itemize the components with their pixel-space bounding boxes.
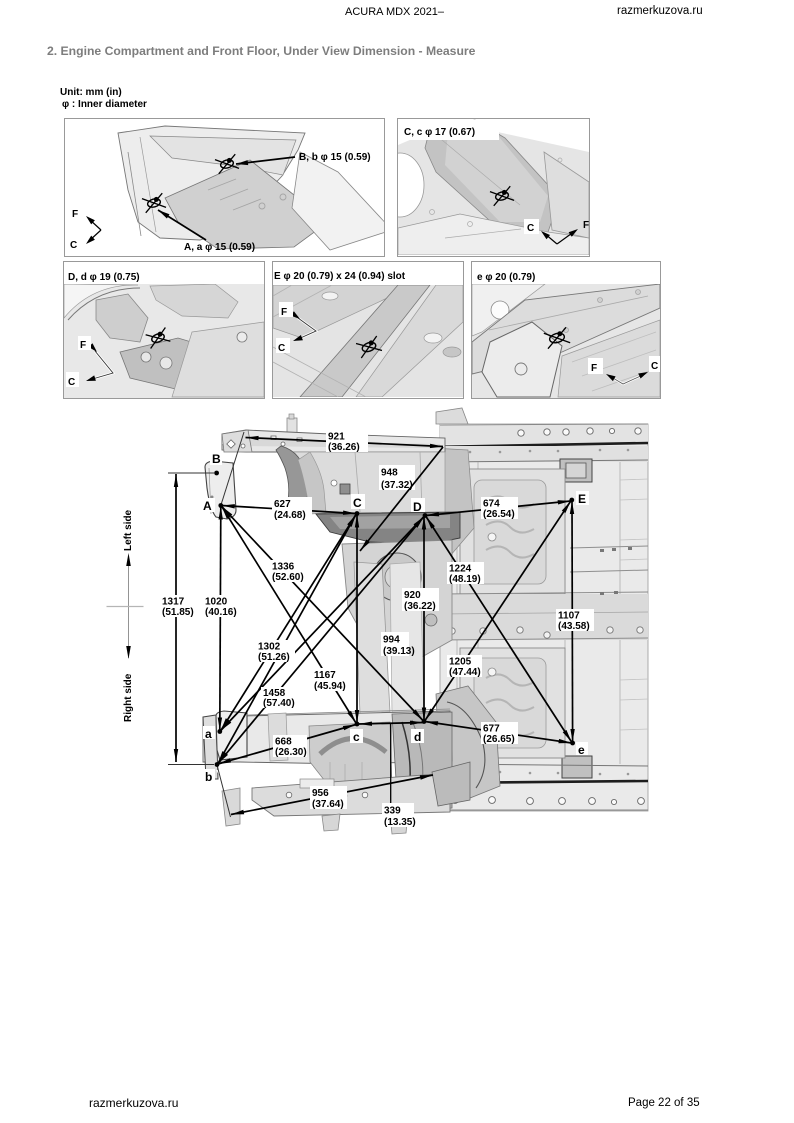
svg-text:(52.60): (52.60) bbox=[272, 572, 304, 583]
svg-text:(13.35): (13.35) bbox=[384, 817, 416, 828]
svg-text:F: F bbox=[281, 307, 287, 318]
svg-text:C: C bbox=[278, 343, 285, 354]
svg-text:(43.58): (43.58) bbox=[558, 621, 590, 632]
svg-text:(51.26): (51.26) bbox=[258, 652, 290, 663]
svg-text:994: 994 bbox=[383, 635, 400, 646]
svg-text:(39.13): (39.13) bbox=[383, 646, 415, 657]
svg-text:(26.54): (26.54) bbox=[483, 509, 515, 520]
svg-text:a: a bbox=[205, 727, 212, 741]
svg-text:F: F bbox=[583, 220, 589, 231]
svg-text:(24.68): (24.68) bbox=[274, 510, 306, 521]
svg-text:(47.44): (47.44) bbox=[449, 667, 481, 678]
svg-text:C: C bbox=[651, 361, 658, 372]
svg-text:1167: 1167 bbox=[314, 670, 336, 681]
svg-text:1302: 1302 bbox=[258, 642, 281, 653]
svg-text:c: c bbox=[353, 730, 360, 744]
svg-text:C: C bbox=[353, 496, 362, 510]
svg-text:1224: 1224 bbox=[449, 564, 472, 575]
svg-text:C: C bbox=[68, 377, 75, 388]
svg-text:668: 668 bbox=[275, 737, 292, 748]
svg-text:(48.19): (48.19) bbox=[449, 574, 481, 585]
svg-text:(36.22): (36.22) bbox=[404, 601, 436, 612]
svg-text:1020: 1020 bbox=[205, 597, 228, 608]
svg-text:Left side: Left side bbox=[123, 509, 134, 551]
svg-text:627: 627 bbox=[274, 499, 291, 510]
svg-text:Right side: Right side bbox=[123, 673, 134, 722]
svg-text:674: 674 bbox=[483, 499, 500, 510]
svg-text:(37.32): (37.32) bbox=[381, 480, 413, 491]
svg-text:956: 956 bbox=[312, 788, 329, 799]
svg-text:D: D bbox=[413, 500, 422, 514]
svg-text:C, c φ 17 (0.67): C, c φ 17 (0.67) bbox=[404, 127, 475, 138]
svg-text:A: A bbox=[203, 499, 212, 513]
svg-text:(26.65): (26.65) bbox=[483, 734, 515, 745]
svg-text:C: C bbox=[527, 223, 534, 234]
svg-text:b: b bbox=[205, 770, 212, 784]
svg-text:1205: 1205 bbox=[449, 657, 472, 668]
svg-text:F: F bbox=[80, 340, 86, 351]
svg-text:F: F bbox=[591, 363, 597, 374]
svg-text:(40.16): (40.16) bbox=[205, 607, 237, 618]
svg-text:1317: 1317 bbox=[162, 597, 185, 608]
svg-text:1458: 1458 bbox=[263, 688, 286, 699]
svg-text:B, b φ 15 (0.59): B, b φ 15 (0.59) bbox=[299, 152, 371, 163]
svg-text:920: 920 bbox=[404, 590, 421, 601]
svg-text:(36.26): (36.26) bbox=[328, 442, 360, 453]
svg-text:(37.64): (37.64) bbox=[312, 799, 344, 810]
svg-text:B: B bbox=[212, 452, 221, 466]
svg-text:(26.30): (26.30) bbox=[275, 747, 307, 758]
svg-text:E: E bbox=[578, 492, 586, 506]
svg-text:D, d φ 19 (0.75): D, d φ 19 (0.75) bbox=[68, 272, 140, 283]
svg-text:(57.40): (57.40) bbox=[263, 698, 295, 709]
svg-text:(51.85): (51.85) bbox=[162, 607, 194, 618]
svg-text:e: e bbox=[578, 743, 585, 757]
svg-text:677: 677 bbox=[483, 724, 500, 735]
svg-text:A, a φ 15 (0.59): A, a φ 15 (0.59) bbox=[184, 242, 255, 253]
svg-text:E φ 20 (0.79) x 24 (0.94) slo: E φ 20 (0.79) x 24 (0.94) slot bbox=[274, 271, 406, 282]
svg-text:(45.94): (45.94) bbox=[314, 681, 346, 692]
svg-text:339: 339 bbox=[384, 806, 401, 817]
svg-text:e φ 20 (0.79): e φ 20 (0.79) bbox=[477, 272, 535, 283]
svg-text:C: C bbox=[70, 240, 77, 251]
svg-text:1107: 1107 bbox=[558, 611, 580, 622]
svg-text:948: 948 bbox=[381, 468, 398, 479]
svg-text:1336: 1336 bbox=[272, 562, 295, 573]
svg-text:F: F bbox=[72, 209, 78, 220]
svg-text:d: d bbox=[414, 730, 421, 744]
svg-text:921: 921 bbox=[328, 432, 345, 443]
